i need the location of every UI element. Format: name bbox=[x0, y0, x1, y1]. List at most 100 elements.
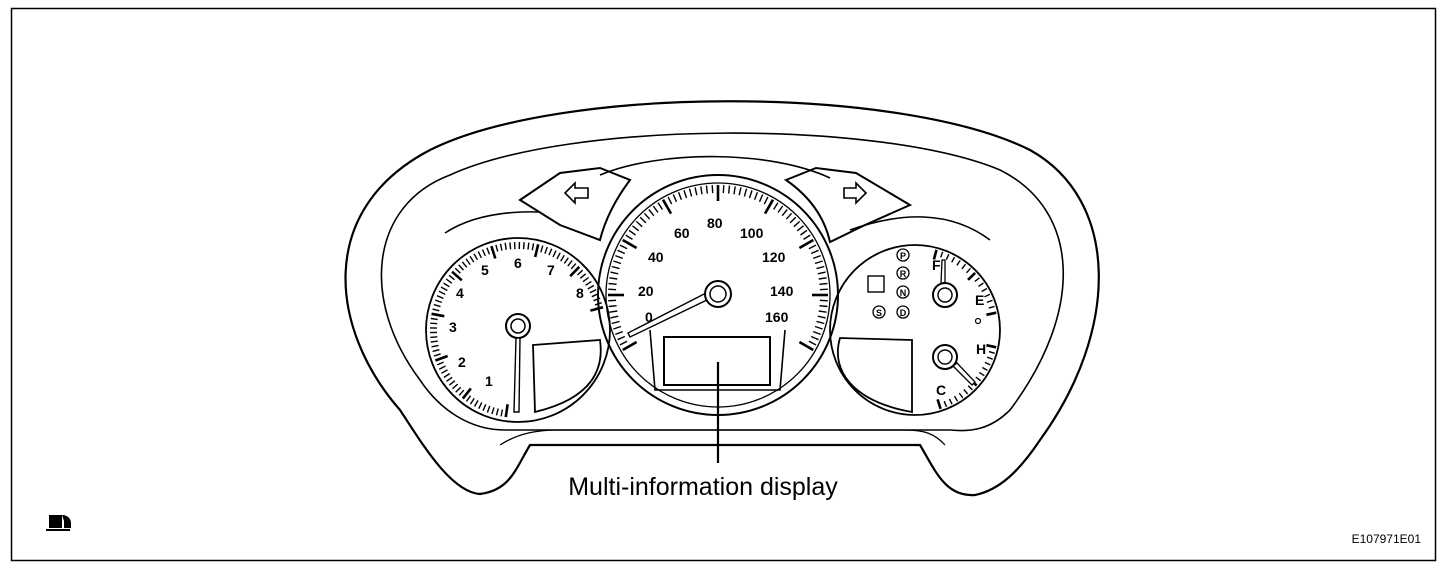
speedo-tick bbox=[617, 335, 626, 341]
tach-tick bbox=[576, 269, 584, 276]
temp-tick bbox=[953, 395, 959, 402]
speedo-tick bbox=[814, 260, 823, 265]
speedo-tick bbox=[652, 205, 659, 213]
speedo-tick bbox=[609, 310, 618, 313]
tach-tick bbox=[446, 376, 453, 382]
speedometer: 0 20 40 60 80 100 120 140 160 bbox=[597, 155, 839, 416]
sport-mode-s: S bbox=[876, 308, 882, 318]
tach-tick bbox=[465, 258, 471, 266]
speedo-tick bbox=[625, 234, 633, 240]
fuel-tick bbox=[945, 253, 950, 260]
tach-tick bbox=[473, 253, 479, 261]
speedo-tick bbox=[818, 277, 827, 280]
speedo-tick bbox=[803, 234, 811, 240]
speedo-tick bbox=[643, 212, 651, 220]
tach-tick bbox=[587, 284, 595, 290]
speedo-tick bbox=[648, 209, 655, 217]
right-lcd-panel bbox=[837, 337, 913, 414]
tach-tick bbox=[486, 405, 491, 413]
speedo-label-160: 160 bbox=[765, 309, 789, 325]
speedo-tick bbox=[619, 340, 628, 346]
speedo-tick bbox=[748, 190, 753, 199]
fuel-tick bbox=[965, 267, 972, 274]
speedo-tick bbox=[711, 185, 714, 194]
tach-tick bbox=[556, 252, 561, 260]
tach-tick bbox=[478, 402, 483, 410]
fuel-tick bbox=[986, 311, 997, 317]
tach-tick bbox=[531, 243, 535, 251]
tach-tick bbox=[552, 250, 557, 258]
fuel-gauge: F E bbox=[932, 257, 984, 325]
speedo-tick bbox=[667, 196, 673, 205]
speedo-tick bbox=[812, 330, 821, 336]
tach-tick bbox=[563, 257, 569, 264]
temp-tick bbox=[984, 361, 991, 366]
shift-n: N bbox=[900, 288, 907, 298]
tach-tick bbox=[560, 254, 565, 262]
speedo-tick bbox=[789, 216, 797, 224]
shift-indicator: P R N D S bbox=[872, 248, 910, 319]
speedo-tick bbox=[819, 305, 828, 308]
tach-tick bbox=[443, 282, 450, 288]
tach-tick bbox=[490, 245, 497, 259]
fuel-tick bbox=[940, 251, 944, 258]
tach-tick bbox=[527, 242, 530, 250]
speedo-tick bbox=[793, 220, 801, 228]
speedo-tick bbox=[617, 249, 626, 255]
speedo-label-120: 120 bbox=[762, 249, 786, 265]
fuel-needle bbox=[940, 259, 946, 284]
fuel-tick bbox=[956, 260, 961, 266]
speedo-tick bbox=[661, 199, 673, 215]
tach-tick bbox=[436, 295, 444, 300]
speedo-label-100: 100 bbox=[740, 225, 764, 241]
speedo-tick bbox=[700, 186, 703, 195]
tach-tick bbox=[430, 317, 438, 321]
speedo-label-40: 40 bbox=[648, 249, 664, 265]
tach-tick bbox=[469, 397, 475, 405]
speedo-tick bbox=[728, 185, 731, 194]
fuel-tick bbox=[932, 249, 938, 260]
speedo-tick bbox=[798, 238, 814, 250]
figure-frame bbox=[10, 7, 1437, 562]
speedo-tick bbox=[816, 265, 825, 270]
speedo-tick bbox=[677, 192, 683, 201]
speedo-label-0: 0 bbox=[645, 309, 653, 325]
speedo-tick bbox=[796, 225, 804, 232]
speedo-tick bbox=[819, 288, 828, 291]
speedo-label-20: 20 bbox=[638, 283, 654, 299]
speedo-tick bbox=[610, 315, 619, 319]
tach-tick bbox=[469, 255, 475, 263]
tach-tick bbox=[579, 273, 587, 279]
tach-tick bbox=[548, 248, 553, 256]
speedo-tick bbox=[611, 320, 620, 325]
tach-tick bbox=[533, 244, 540, 258]
left-turn-signal bbox=[518, 166, 632, 242]
speedo-tick bbox=[705, 185, 708, 194]
tach-tick bbox=[495, 408, 499, 416]
fuel-tick bbox=[951, 256, 956, 263]
tach-tick bbox=[431, 344, 439, 348]
tach-tick bbox=[473, 400, 479, 407]
speedo-tick bbox=[777, 205, 784, 213]
tach-tick bbox=[495, 244, 499, 252]
tach-tick bbox=[500, 409, 504, 417]
speedo-tick bbox=[773, 202, 779, 210]
tach-tick bbox=[440, 286, 448, 292]
temp-tick bbox=[975, 376, 982, 382]
speedo-tick bbox=[622, 238, 638, 250]
tach-tick bbox=[434, 354, 449, 362]
tach-tick bbox=[454, 267, 461, 274]
tach-tick bbox=[540, 245, 544, 253]
tach-tick bbox=[431, 312, 445, 318]
tach-tick bbox=[486, 247, 491, 255]
speedo-tick bbox=[781, 209, 788, 217]
tach-tick bbox=[504, 242, 507, 250]
speedo-hub bbox=[704, 280, 732, 308]
tach-tick bbox=[430, 322, 438, 325]
tach-tick bbox=[567, 260, 573, 267]
speedo-tick bbox=[733, 186, 736, 195]
temp-tick bbox=[988, 350, 995, 354]
right-gauge-pod: P R N D S F E H C bbox=[829, 216, 1001, 416]
fuel-tick bbox=[981, 287, 988, 293]
temp-tick bbox=[948, 398, 953, 405]
